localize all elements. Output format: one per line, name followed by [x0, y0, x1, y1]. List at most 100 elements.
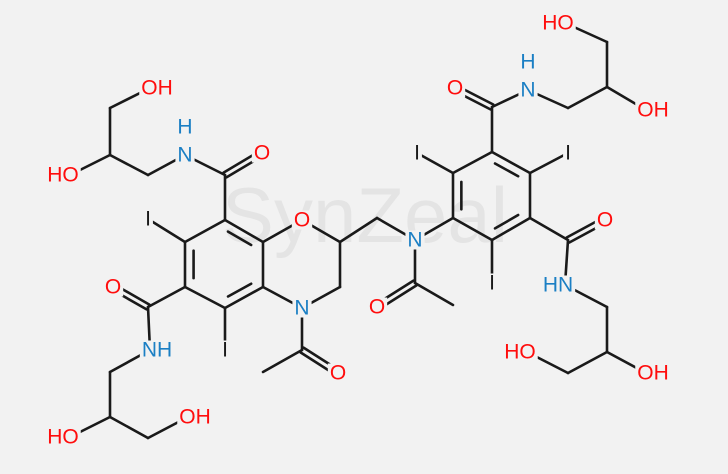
atom-label-text: O — [330, 362, 346, 385]
label-mask — [292, 298, 312, 318]
atom-label: I — [487, 272, 497, 295]
atom-label: I — [412, 142, 422, 165]
atom-label-text: H — [520, 51, 535, 74]
watermark: SynZeal — [222, 171, 508, 259]
label-mask — [540, 13, 576, 33]
atom-label: N — [292, 297, 312, 320]
atom-label: HO — [540, 12, 576, 35]
atom-label-text: HO — [504, 341, 536, 364]
bond — [226, 282, 253, 298]
atom-label: H — [175, 116, 195, 139]
label-mask — [102, 277, 124, 297]
atom-label-text: I — [414, 142, 420, 165]
label-mask — [487, 273, 497, 293]
label-mask — [540, 275, 576, 295]
bond — [490, 216, 532, 242]
atom-label: O — [327, 362, 349, 385]
bond — [451, 150, 494, 175]
atom-label-text: I — [489, 272, 495, 295]
atom-label: O — [366, 296, 388, 319]
label-mask — [220, 340, 230, 360]
atom-label-text: OH — [637, 362, 669, 385]
atom-label-text: I — [222, 339, 228, 362]
atom-label-text: HO — [47, 426, 79, 449]
atom-label: OH — [177, 406, 213, 429]
atom-label-text: H — [177, 116, 192, 139]
label-mask — [143, 209, 153, 229]
atom-label-text: O — [369, 296, 385, 319]
bond — [566, 85, 609, 110]
label-mask — [563, 143, 573, 163]
label-mask — [139, 340, 175, 360]
bond — [183, 285, 227, 310]
label-mask — [139, 78, 175, 98]
bond — [493, 162, 520, 178]
label-mask — [366, 297, 388, 317]
bond — [108, 153, 150, 177]
bond — [108, 415, 150, 440]
atom-label-text: N — [177, 144, 192, 167]
label-mask — [175, 117, 195, 137]
atom-label: OH — [139, 77, 175, 100]
atom-label-text: N — [294, 297, 309, 320]
label-mask — [635, 100, 671, 120]
label-mask — [251, 143, 273, 163]
bond — [223, 285, 265, 310]
atom-label-text: OH — [141, 77, 173, 100]
atom-label-text: N — [520, 79, 535, 102]
atom-label-text: O — [254, 142, 270, 165]
label-mask — [327, 363, 349, 383]
bond — [490, 150, 532, 175]
bond — [223, 218, 265, 244]
label-mask — [45, 427, 81, 447]
atom-label: HO — [45, 164, 81, 187]
atom-label: I — [220, 339, 230, 362]
atom-label: OH — [635, 362, 671, 385]
bond — [226, 230, 253, 247]
bond — [528, 216, 570, 242]
atom-label: HO — [45, 426, 81, 449]
label-mask — [518, 80, 538, 100]
label-mask — [444, 78, 466, 98]
atom-label-text: HN — [543, 274, 573, 297]
atom-label: H — [518, 51, 538, 74]
atom-label-text: HO — [47, 164, 79, 187]
atom-label: N — [175, 144, 195, 167]
label-mask — [412, 143, 422, 163]
atom-label-text: O — [105, 276, 121, 299]
bond — [493, 213, 520, 230]
bond — [338, 216, 379, 244]
bond — [261, 348, 304, 374]
atom-label: OH — [635, 99, 671, 122]
atom-label-text: NH — [142, 339, 172, 362]
atom-label: HN — [540, 274, 576, 297]
atom-label-text: N — [407, 229, 422, 252]
atom-label: O — [102, 276, 124, 299]
atom-label: I — [143, 208, 153, 231]
label-mask — [291, 210, 313, 230]
bond — [451, 216, 494, 242]
atom-label: N — [518, 79, 538, 102]
atom-label: O — [291, 209, 313, 232]
bond — [413, 281, 455, 307]
atom-label-text: HO — [542, 12, 574, 35]
atom-label-text: OH — [637, 99, 669, 122]
label-mask — [635, 363, 671, 383]
atom-label: HO — [502, 341, 538, 364]
bond — [566, 350, 609, 375]
bond — [146, 217, 187, 244]
atom-label: N — [405, 229, 425, 252]
label-mask — [594, 210, 616, 230]
atom-label-text: O — [294, 209, 310, 232]
label-mask — [175, 145, 195, 165]
bond — [415, 151, 455, 175]
label-mask — [177, 407, 213, 427]
label-mask — [45, 165, 81, 185]
atom-label-text: I — [145, 208, 151, 231]
atom-label: I — [563, 142, 573, 165]
label-mask — [518, 52, 538, 72]
atom-label: NH — [139, 339, 175, 362]
